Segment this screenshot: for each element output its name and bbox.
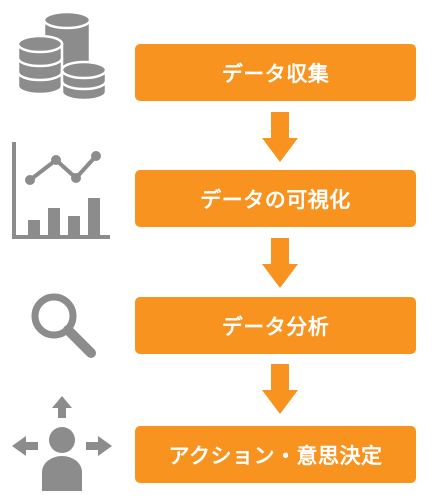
down-arrow-icon [262, 112, 298, 162]
step-label: データ収集 [221, 61, 330, 86]
database-icon [16, 10, 108, 102]
down-arrow-icon [262, 238, 298, 288]
person-directions-icon [12, 396, 112, 491]
step-label: データの可視化 [200, 187, 351, 212]
step-data-collection: データ収集 [135, 44, 416, 101]
down-arrow-icon [262, 364, 298, 414]
step-label: アクション・意思決定 [168, 443, 383, 468]
step-data-analysis: データ分析 [135, 297, 416, 354]
step-data-visualization: データの可視化 [135, 170, 416, 227]
magnifier-icon [31, 293, 96, 358]
step-label: データ分析 [221, 314, 330, 339]
step-action-decision: アクション・意思決定 [135, 426, 416, 483]
chart-icon [12, 142, 110, 239]
